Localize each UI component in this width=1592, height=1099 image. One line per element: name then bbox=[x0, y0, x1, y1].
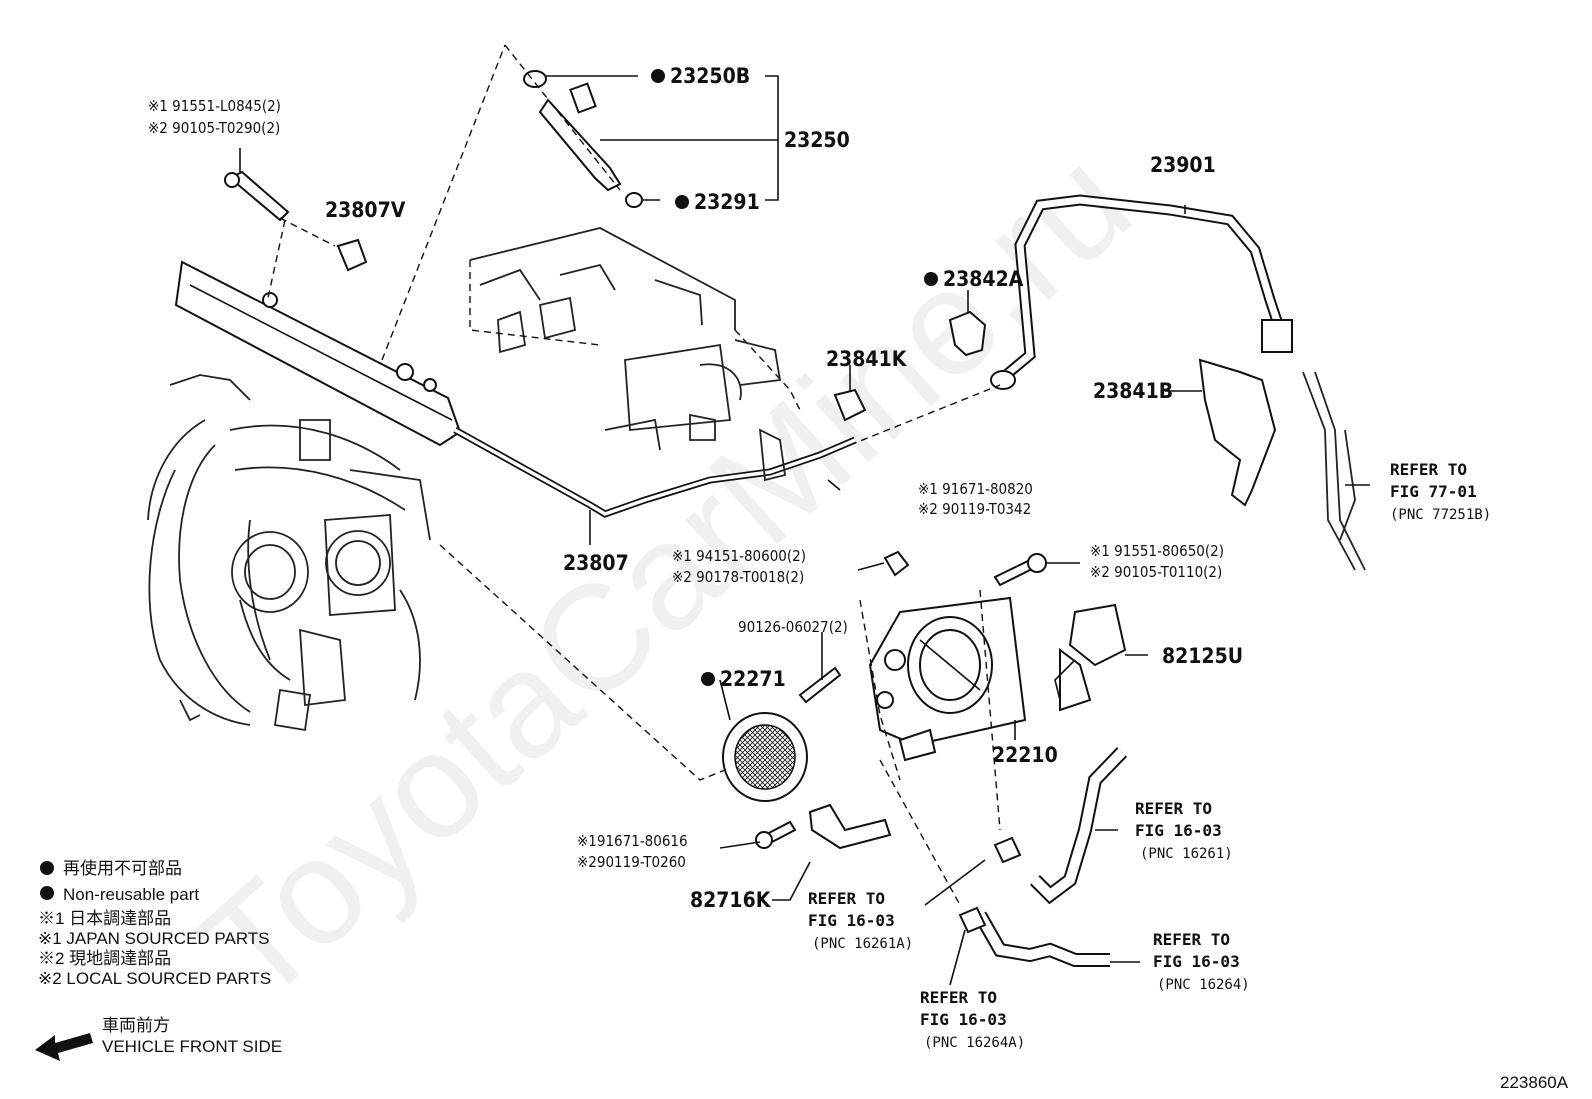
label-23842A: 23842A bbox=[943, 267, 1024, 291]
note-bolt-low-2: ※290119-T0260 bbox=[577, 853, 686, 871]
bracket-82716K bbox=[808, 803, 892, 850]
label-22271: 22271 bbox=[720, 667, 786, 691]
ref1-line2: FIG 77-01 bbox=[1390, 482, 1477, 501]
gasket-22271 bbox=[722, 712, 808, 802]
engine-block-illustration bbox=[147, 374, 431, 732]
dashed-guides bbox=[267, 44, 1001, 906]
bolt-91551 bbox=[224, 170, 290, 222]
ref2-line1: REFER TO bbox=[1135, 799, 1212, 818]
ref3-line2: FIG 16-03 bbox=[808, 911, 895, 930]
ref3-line3: (PNC 16261A) bbox=[812, 936, 913, 952]
fitting-16264A bbox=[958, 906, 987, 934]
ref4-line2: FIG 16-03 bbox=[1153, 952, 1240, 971]
nut-94151 bbox=[883, 550, 910, 577]
label-23841K: 23841K bbox=[826, 347, 908, 371]
note-bolt-low-1: ※191671-80616 bbox=[577, 832, 688, 850]
note-bolt-top-1: ※1 91551-L0845(2) bbox=[148, 97, 281, 115]
intake-manifold-illustration bbox=[469, 227, 801, 482]
bolt-91551-80650 bbox=[993, 553, 1047, 587]
callout-23291: 23291 bbox=[675, 190, 760, 214]
callout-23842A: 23842A bbox=[924, 267, 1024, 291]
label-23841B: 23841B bbox=[1093, 379, 1173, 403]
legend-japan-en: ※1 JAPAN SOURCED PARTS bbox=[38, 929, 270, 948]
leader-lines bbox=[239, 75, 1370, 986]
legend-japan-jp: ※1 日本調達部品 bbox=[38, 909, 171, 928]
ref2-line3: (PNC 16261) bbox=[1140, 846, 1233, 862]
fuel-delivery-pipe bbox=[174, 260, 462, 447]
fuel-injector-23250 bbox=[523, 70, 643, 208]
hose-connector bbox=[1261, 319, 1293, 353]
label-82125U: 82125U bbox=[1162, 644, 1243, 668]
note-bolt-tb-2: ※2 90105-T0110(2) bbox=[1090, 563, 1222, 581]
callout-23250B: 23250B bbox=[651, 64, 750, 88]
label-90126: 90126-06027(2) bbox=[738, 618, 848, 636]
clamp-23841B bbox=[1198, 358, 1277, 507]
refer-fig-16-03-16261[interactable]: REFER TO FIG 16-03 (PNC 16261) bbox=[1135, 799, 1233, 862]
note-bolt-tb-1: ※1 91551-80650(2) bbox=[1090, 542, 1224, 560]
ref4-line1: REFER TO bbox=[1153, 930, 1230, 949]
stud-90126 bbox=[798, 666, 842, 704]
fitting-16261A bbox=[993, 836, 1022, 864]
legend-front-en: VEHICLE FRONT SIDE bbox=[102, 1037, 282, 1056]
ref5-line3: (PNC 16264A) bbox=[924, 1035, 1025, 1051]
bolt-91671-80616 bbox=[755, 820, 797, 849]
hose-16261 bbox=[1030, 747, 1128, 905]
ref4-line3: (PNC 16264) bbox=[1157, 977, 1250, 993]
ref5-line2: FIG 16-03 bbox=[920, 1010, 1007, 1029]
ref3-line1: REFER TO bbox=[808, 889, 885, 908]
label-82716K: 82716K bbox=[690, 888, 772, 912]
legend-front-jp: 車両前方 bbox=[102, 1016, 170, 1035]
legend-nonreusable-jp: 再使用不可部品 bbox=[63, 858, 182, 878]
note-bolt-mid-2: ※2 90119-T0342 bbox=[918, 500, 1031, 518]
label-22210: 22210 bbox=[992, 743, 1058, 767]
clamp-23842A bbox=[948, 310, 987, 357]
figure-code: 223860A bbox=[1500, 1073, 1569, 1092]
front-arrow-icon bbox=[35, 1033, 93, 1061]
note-nut-2: ※2 90178-T0018(2) bbox=[672, 568, 804, 586]
collar-23807V bbox=[336, 238, 368, 272]
throttle-body-22210 bbox=[868, 596, 1027, 762]
clamp-23841K bbox=[833, 388, 867, 422]
callout-22271: 22271 bbox=[701, 667, 786, 691]
ref2-line2: FIG 16-03 bbox=[1135, 821, 1222, 840]
legend-local-en: ※2 LOCAL SOURCED PARTS bbox=[38, 969, 271, 988]
refer-fig-77-01[interactable]: REFER TO FIG 77-01 (PNC 77251B) bbox=[1390, 460, 1491, 523]
sensor-82125U bbox=[1054, 603, 1127, 712]
legend-local-jp: ※2 現地調達部品 bbox=[38, 949, 171, 968]
label-23901: 23901 bbox=[1150, 153, 1216, 177]
legend-nonreusable-en: Non-reusable part bbox=[63, 885, 199, 904]
refer-fig-16-03-16261A[interactable]: REFER TO FIG 16-03 (PNC 16261A) bbox=[808, 889, 913, 952]
label-23250B: 23250B bbox=[670, 64, 750, 88]
refer-fig-16-03-16264[interactable]: REFER TO FIG 16-03 (PNC 16264) bbox=[1153, 930, 1250, 993]
note-bolt-mid-1: ※1 91671-80820 bbox=[918, 480, 1033, 498]
note-bolt-top-2: ※2 90105-T0290(2) bbox=[148, 119, 280, 137]
label-23291: 23291 bbox=[694, 190, 760, 214]
label-23250: 23250 bbox=[784, 128, 850, 152]
ref1-line1: REFER TO bbox=[1390, 460, 1467, 479]
refer-fig-16-03-16264A[interactable]: REFER TO FIG 16-03 (PNC 16264A) bbox=[920, 988, 1025, 1051]
label-23807V: 23807V bbox=[325, 198, 406, 222]
ref5-line1: REFER TO bbox=[920, 988, 997, 1007]
label-23807: 23807 bbox=[563, 551, 629, 575]
note-nut-1: ※1 94151-80600(2) bbox=[672, 547, 806, 565]
legend: 再使用不可部品 Non-reusable part ※1 日本調達部品 ※1 J… bbox=[35, 858, 282, 1061]
ref1-line3: (PNC 77251B) bbox=[1390, 507, 1491, 523]
